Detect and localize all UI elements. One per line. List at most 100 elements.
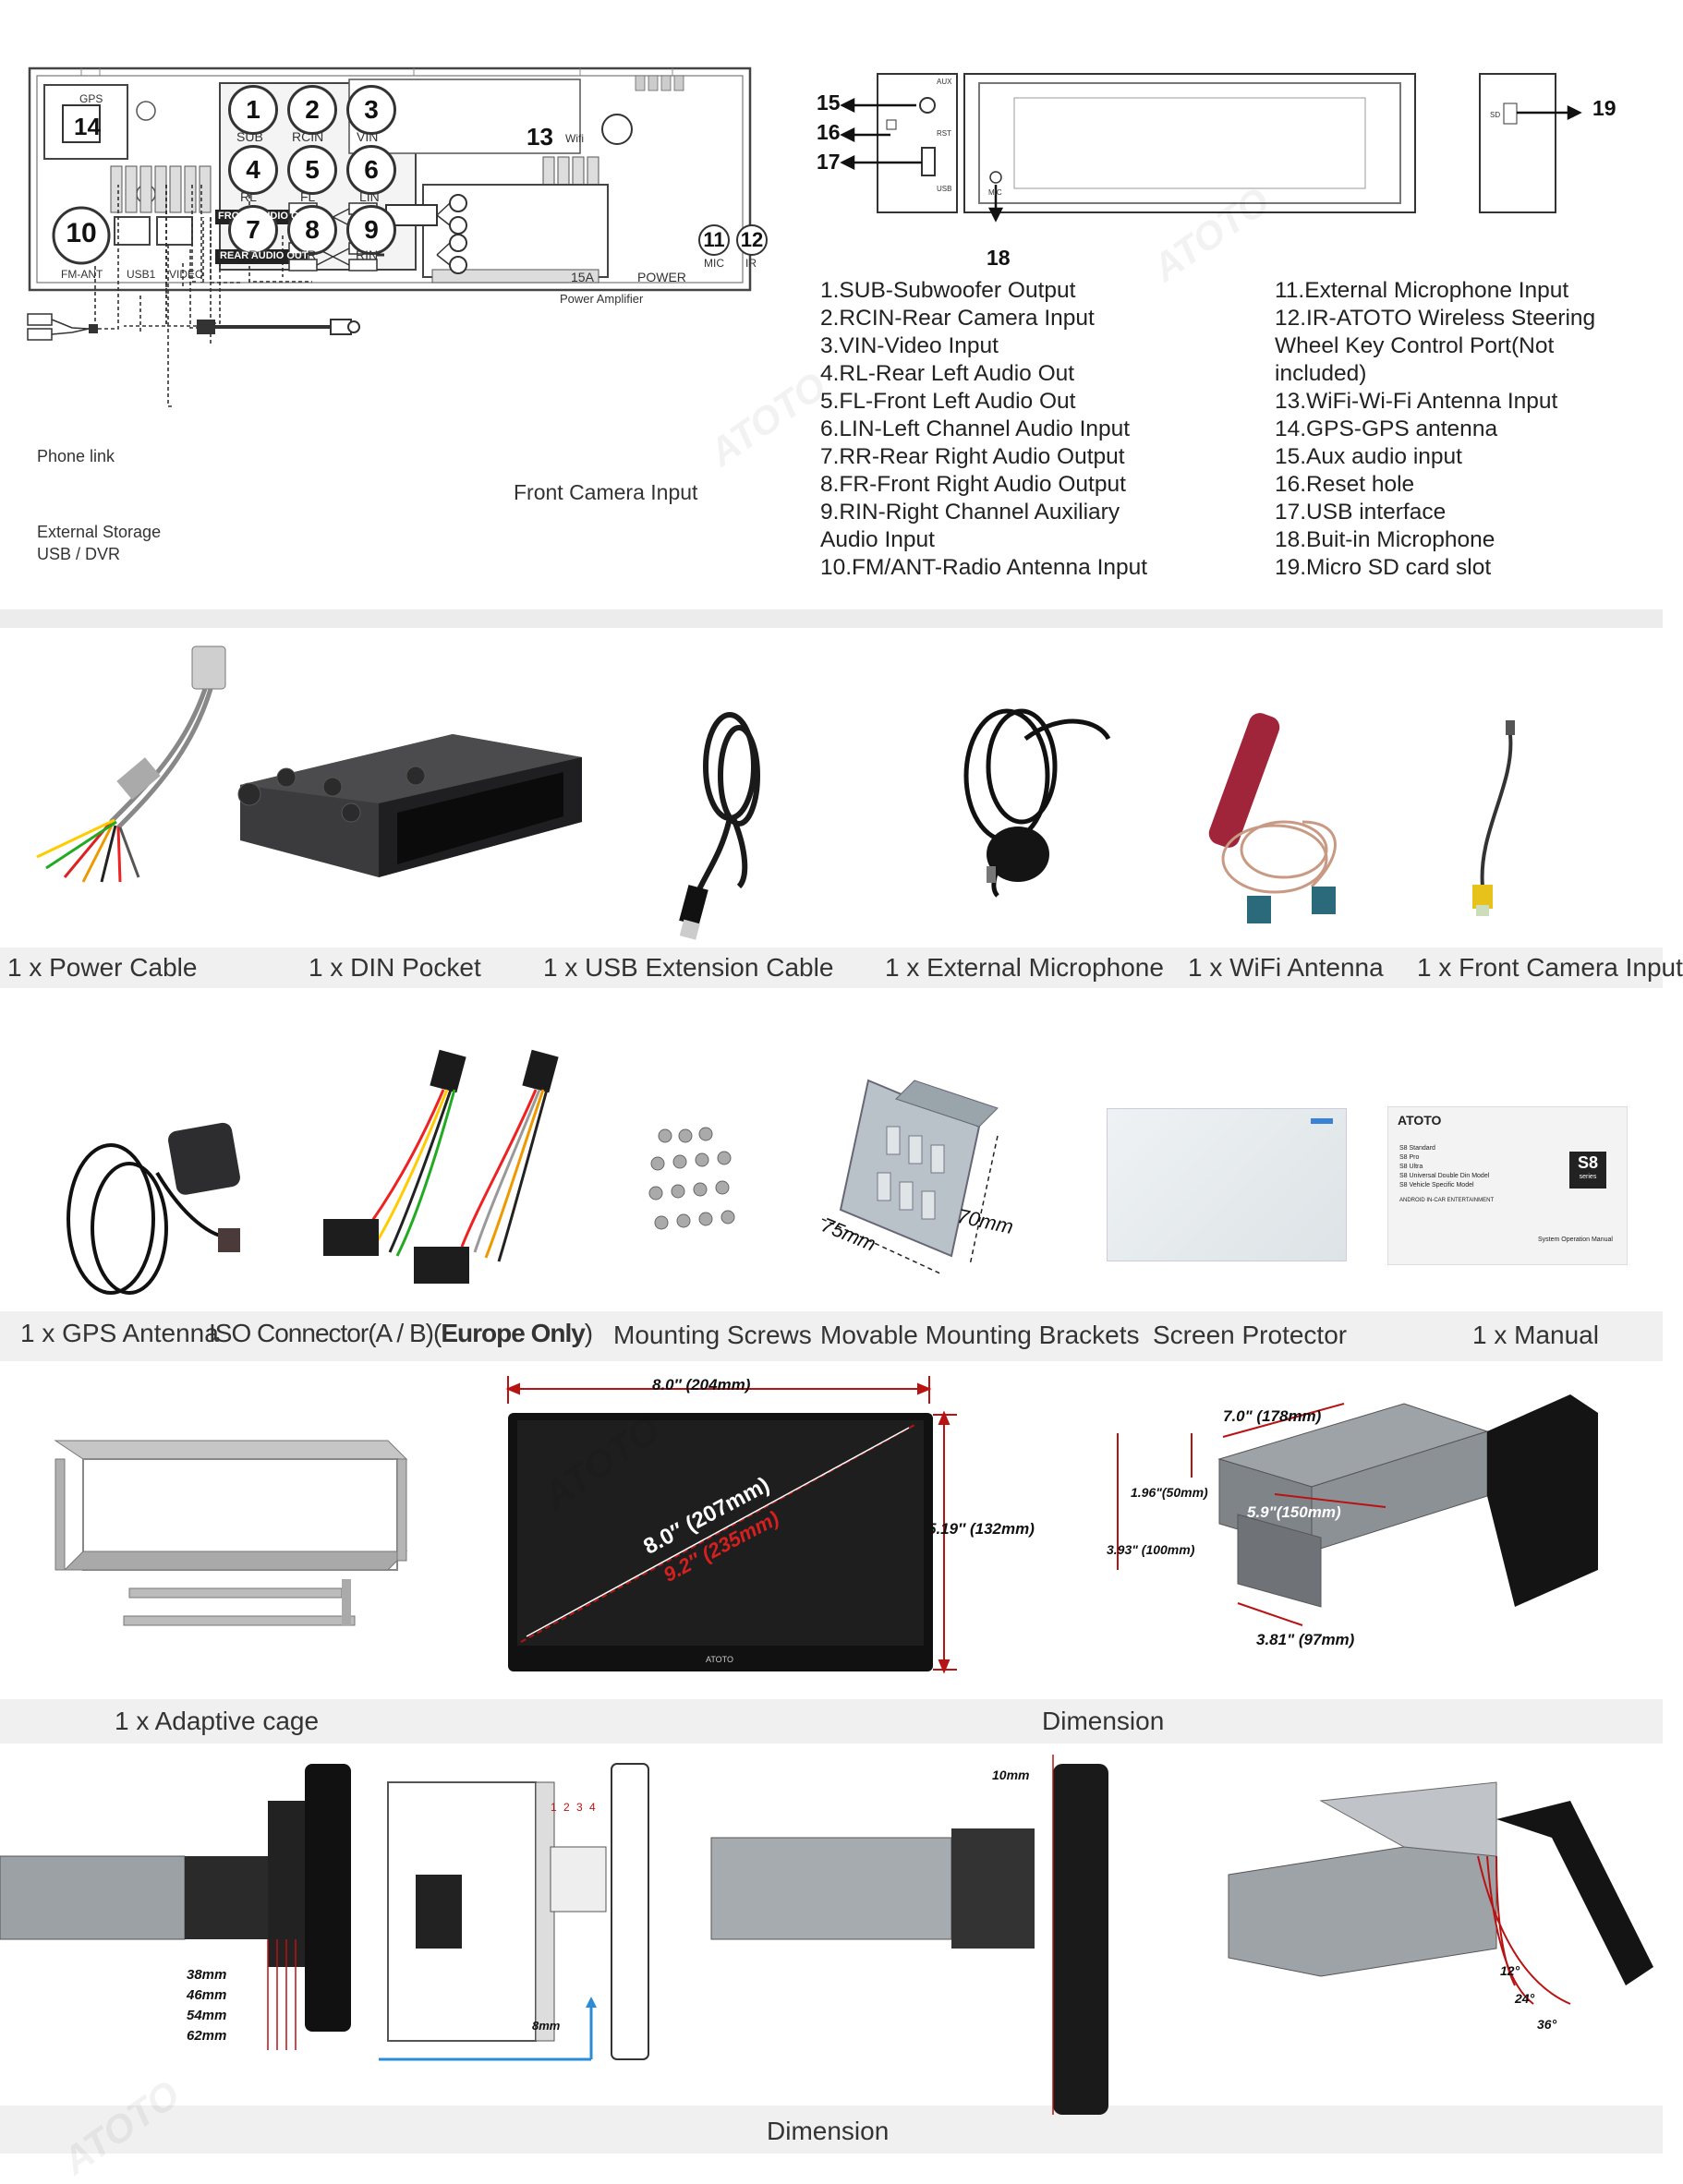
offset-62mm: 62mm	[187, 2028, 227, 2044]
legend-item: 19.Micro SD card slot	[1275, 555, 1492, 580]
legend-item: 13.WiFi-Wi-Fi Antenna Input	[1275, 389, 1558, 414]
position-top-view	[379, 1763, 649, 2061]
mount-views-row: 38mm 46mm 54mm 62mm 1 2 3 4 8mm 10mm	[0, 1745, 1663, 2183]
legend-item: 5.FL-Front Left Audio Out	[820, 389, 1076, 414]
front-camera-input-label: Front Camera Input	[514, 480, 698, 504]
legend-item: included)	[1275, 361, 1367, 386]
gps-antenna-image	[67, 1122, 240, 1295]
unit-height-100-label: 3.93" (100mm)	[1107, 1542, 1195, 1557]
legend-item: 8.FR-Front Right Audio Output	[820, 472, 1126, 497]
angle-12: 12°	[1500, 1963, 1520, 1978]
legend-item: 4.RL-Rear Left Audio Out	[820, 361, 1075, 386]
position-1: 1	[551, 1801, 557, 1814]
manual-model: S8 Vehicle Specific Model	[1399, 1182, 1474, 1189]
legend-item: 12.IR-ATOTO Wireless Steering	[1275, 306, 1596, 331]
legend-item: 10.FM/ANT-Radio Antenna Input	[820, 555, 1148, 580]
offset-38mm: 38mm	[187, 1967, 227, 1983]
position-3: 3	[576, 1801, 583, 1814]
legend-item: 6.LIN-Left Channel Audio Input	[820, 416, 1131, 441]
position-2: 2	[563, 1801, 570, 1814]
caption-power-cable: 1 x Power Cable	[7, 953, 198, 982]
legend-item: 1.SUB-Subwoofer Output	[820, 278, 1076, 303]
din-pocket-image	[237, 734, 582, 877]
caption-wifi-antenna: 1 x WiFi Antenna	[1188, 953, 1384, 982]
usb-extension-cable-image	[679, 712, 760, 940]
unit-dimension-diagram	[1117, 1394, 1598, 1626]
legend-item: 16.Reset hole	[1275, 472, 1415, 497]
rear-audio-out-label: REAR AUDIO OUT	[220, 250, 309, 261]
unit-width-97-label: 3.81" (97mm)	[1256, 1631, 1355, 1648]
manual-image: ATOTO S8 Standard S8 Pro S8 Ultra S8 Uni…	[1387, 1106, 1628, 1265]
side-view-diagram	[840, 73, 1582, 223]
manual-model: S8 Standard	[1399, 1145, 1435, 1152]
wifi-number: 13	[527, 123, 553, 151]
caption-mounting-brackets: Movable Mounting Brackets	[820, 1321, 1140, 1349]
legend-item: Wheel Key Control Port(Not	[1275, 333, 1555, 358]
mic-label: MIC	[704, 257, 724, 270]
wifi-label: Wifi	[565, 132, 584, 145]
ir-number: 12	[736, 224, 768, 256]
rst-label: RST	[937, 129, 951, 138]
side-view-section: 15 16 17 18 19 AUX RST USB MIC SD	[813, 65, 1644, 277]
manual-model: S8 Universal Double Din Model	[1399, 1173, 1490, 1179]
gps-number: 14	[74, 113, 101, 140]
fm-ant-label: FM-ANT	[61, 268, 103, 281]
manual-model: S8 Pro	[1399, 1154, 1420, 1161]
legend-item: 3.VIN-Video Input	[820, 333, 999, 358]
callout-19: 19	[1592, 96, 1616, 120]
unit-width-150-label: 5.9"(150mm)	[1247, 1503, 1341, 1521]
mounting-brackets-image	[821, 1079, 999, 1275]
screen-protector-image	[1107, 1108, 1347, 1261]
section-divider	[0, 609, 1663, 628]
manual-brand: ATOTO	[1398, 1113, 1442, 1128]
manual-android: ANDROID IN-CAR ENTERTAINMENT	[1399, 1198, 1495, 1203]
caption-din-pocket: 1 x DIN Pocket	[309, 953, 481, 982]
usb-dvr-label: USB / DVR	[37, 545, 121, 563]
caption-dimension: Dimension	[1042, 1707, 1165, 1735]
legend-item: 11.External Microphone Input	[1275, 278, 1569, 303]
power-cable-image	[36, 646, 226, 883]
height-adjust-view	[710, 1755, 1108, 2115]
caption-adaptive-cage: 1 x Adaptive cage	[115, 1707, 320, 1735]
legend-item: 14.GPS-GPS antenna	[1275, 416, 1498, 441]
caption-usb-extension-cable: 1 x USB Extension Cable	[543, 953, 834, 982]
external-microphone-image	[963, 708, 1111, 898]
accessories-row-1: 1 x Power Cable 1 x DIN Pocket 1 x USB E…	[0, 628, 1683, 997]
angle-36: 36°	[1537, 2017, 1557, 2032]
angle-24: 24°	[1515, 1991, 1535, 2006]
caption-screen-protector: Screen Protector	[1153, 1321, 1348, 1349]
usb1-label: USB1	[127, 268, 156, 281]
manual-model: S8 Ultra	[1399, 1164, 1423, 1170]
legend-item: 7.RR-Rear Right Audio Output	[820, 444, 1125, 469]
unit-depth-label: 7.0" (178mm)	[1223, 1407, 1322, 1425]
gps-label: GPS	[79, 92, 103, 105]
fm-number: 10	[66, 218, 97, 248]
caption-front-camera-input: 1 x Front Camera Input	[1417, 953, 1683, 982]
callout-18: 18	[987, 246, 1011, 270]
caption-manual: 1 x Manual	[1472, 1321, 1599, 1349]
usb-port-label: USB	[937, 185, 952, 193]
legend-left: 1.SUB-Subwoofer Output 2.RCIN-Rear Camer…	[820, 277, 1147, 582]
offset-46mm: 46mm	[187, 1987, 227, 2003]
manual-series-badge: S8 series	[1569, 1152, 1606, 1189]
legend-item: 9.RIN-Right Channel Auxiliary	[820, 500, 1120, 525]
aux-label: AUX	[937, 78, 952, 86]
legend-item: 17.USB interface	[1275, 500, 1447, 525]
height-step-10mm: 10mm	[992, 1768, 1030, 1782]
mounting-screws-image	[648, 1127, 735, 1230]
legend-right: 11.External Microphone Input 12.IR-ATOTO…	[1275, 277, 1595, 582]
mic-port-label: MIC	[988, 188, 1002, 197]
legend-item: 15.Aux audio input	[1275, 444, 1462, 469]
video-label: VIDEO	[169, 268, 204, 281]
adaptive-cage-image	[54, 1440, 408, 1626]
legend-item: 18.Buit-in Microphone	[1275, 527, 1495, 552]
unit-height-50-label: 1.96"(50mm)	[1131, 1485, 1208, 1500]
power-amplifier-label: Power Amplifier	[560, 292, 644, 306]
fuse-label: 15A	[571, 270, 594, 284]
sd-label: SD	[1490, 111, 1501, 119]
front-camera-input-image	[1472, 720, 1515, 916]
screen-dimension-diagram	[505, 1376, 957, 1674]
legend-item: 2.RCIN-Rear Camera Input	[820, 306, 1095, 331]
offset-54mm: 54mm	[187, 2008, 227, 2023]
wifi-antenna-image	[1208, 713, 1337, 923]
